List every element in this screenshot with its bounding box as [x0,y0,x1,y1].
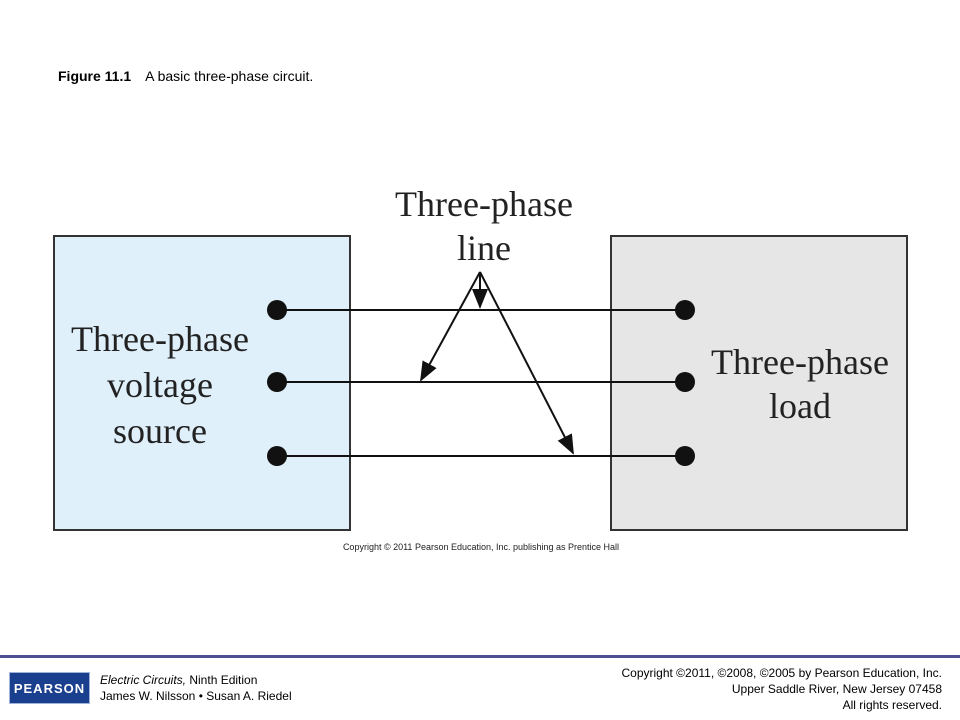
source-terminal-c [267,446,287,466]
publisher-address: Upper Saddle River, New Jersey 07458 [731,682,942,696]
figure-caption: Figure 11.1 A basic three-phase circuit. [58,68,313,84]
load-label-2: load [769,386,831,426]
pointer-arrow-b [420,271,481,382]
source-terminal-b [267,372,287,392]
source-label-2: voltage [107,365,213,405]
book-edition: Ninth Edition [186,673,258,687]
figure-title: A basic three-phase circuit. [145,68,314,84]
load-terminal-b [675,372,695,392]
pointer-arrow-c [479,271,574,455]
book-title: Electric Circuits, [100,673,187,687]
publisher-rights: All rights reserved. [842,698,942,712]
book-info: Electric Circuits, Ninth Edition James W… [100,672,292,704]
load-label-1: Three-phase [711,342,889,382]
publisher-copyright: Copyright ©2011, ©2008, ©2005 by Pearson… [621,666,942,680]
pearson-logo: PEARSON [9,672,90,704]
footer-divider [0,655,960,658]
figure-number: Figure 11.1 [58,68,132,84]
figure-copyright: Copyright © 2011 Pearson Education, Inc.… [343,542,619,552]
load-terminal-c [675,446,695,466]
line-label-2: line [457,228,511,268]
load-terminal-a [675,300,695,320]
publisher-info: Copyright ©2011, ©2008, ©2005 by Pearson… [621,665,942,713]
line-label-1: Three-phase [395,184,573,224]
source-label-1: Three-phase [71,319,249,359]
load-box [610,235,908,531]
source-terminal-a [267,300,287,320]
source-label-3: source [113,411,207,451]
book-authors: James W. Nilsson • Susan A. Riedel [100,689,292,703]
